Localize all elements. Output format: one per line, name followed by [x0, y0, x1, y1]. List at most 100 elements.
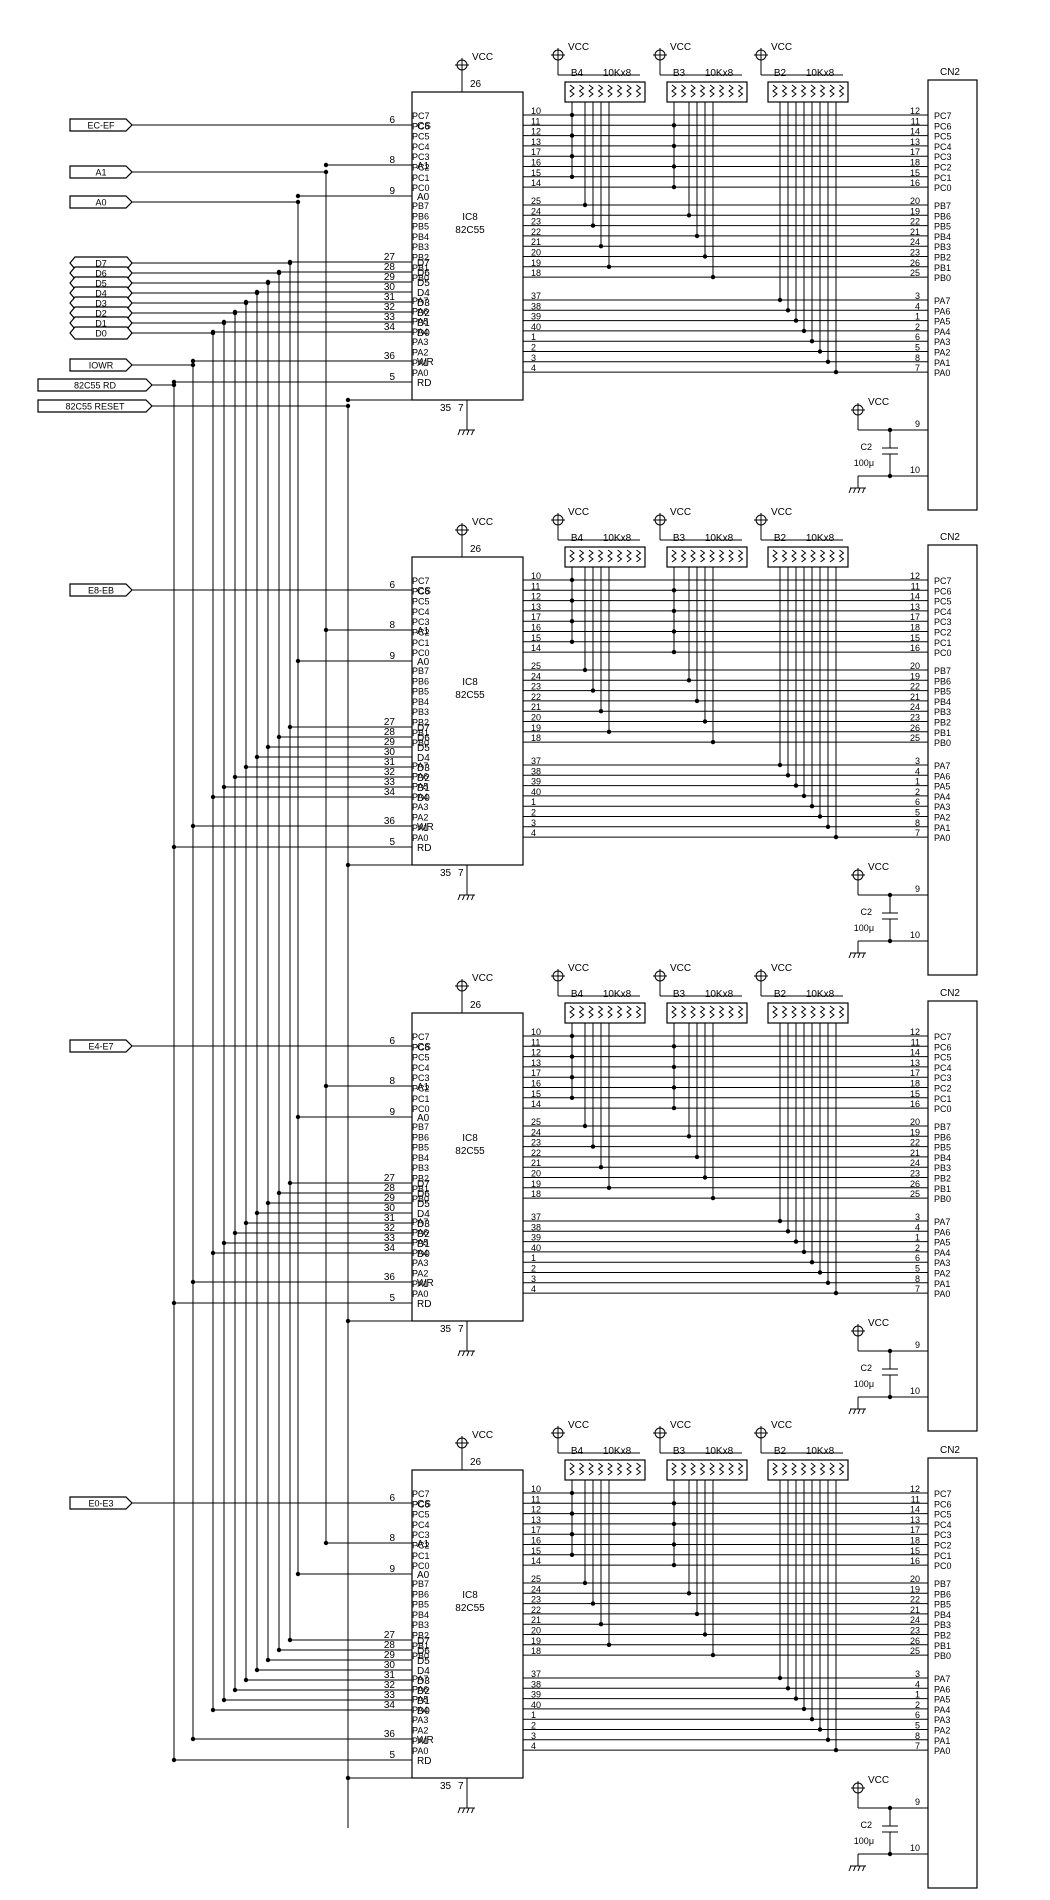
port-ic-pin: 37: [531, 1212, 541, 1222]
port-label-cn: PA7: [934, 1217, 950, 1227]
ic-pin-num-a1: 8: [389, 1533, 395, 1544]
junction-dot: [323, 1540, 329, 1546]
port-label-cn: PC6: [934, 1499, 952, 1509]
ic-pin-d4: D4: [417, 1666, 430, 1677]
port-label-cn: PC2: [934, 628, 952, 638]
array-vcc: VCC: [551, 963, 589, 982]
ic-pin-num-wr: 36: [384, 351, 396, 362]
port-label-cn: PA4: [934, 1705, 950, 1715]
port-label-cn: PB2: [934, 1631, 951, 1641]
port-label-cn: PB6: [934, 1132, 951, 1142]
port-ic-pin: 22: [531, 227, 541, 237]
connector-cn2: [927, 544, 978, 976]
port-ic-pin: 16: [531, 158, 541, 168]
port-label-cn: PB0: [934, 273, 951, 283]
port-label-cn: PB5: [934, 1600, 951, 1610]
port-ic-pin: 39: [531, 1690, 541, 1700]
resistor-zigzag: [597, 84, 604, 98]
resistor-array-body: [666, 1459, 748, 1481]
port-ic-pin: 1: [531, 332, 536, 342]
ground-hatch: [848, 487, 852, 494]
resistor-zigzag: [635, 1005, 642, 1019]
ic-pin-d4: D4: [417, 288, 430, 299]
port-ic-pin: 18: [531, 268, 541, 278]
junction-dot: [569, 639, 575, 644]
port-label-ic: PC4: [412, 142, 430, 152]
port-label-cn: PC6: [934, 586, 952, 596]
ic-8255-chip: [411, 91, 524, 401]
port-label-ic: PC0: [412, 183, 430, 193]
resistor-zigzag: [616, 549, 623, 563]
port-cn-pin: 4: [915, 1222, 920, 1232]
ic-pin-d3: D3: [417, 1219, 430, 1230]
port-label-ic: PB3: [412, 1620, 429, 1630]
port-cn-pin: 23: [910, 1169, 920, 1179]
cn-vcc-pin: 9: [915, 1340, 920, 1350]
junction-dot: [598, 709, 604, 714]
junction-dot: [287, 1637, 293, 1643]
port-ic-pin: 10: [531, 571, 541, 581]
port-label-ic: PB5: [412, 222, 429, 232]
port-label-ic: PC3: [412, 617, 430, 627]
port-label-cn: PA4: [934, 327, 950, 337]
array-vcc: VCC: [653, 1420, 691, 1439]
junction-dot: [825, 1280, 831, 1286]
port-ic-pin: 21: [531, 1615, 541, 1625]
ic-pin-num-a0: 9: [389, 651, 395, 662]
junction-dot: [887, 473, 893, 479]
ground-hatch: [848, 1865, 852, 1872]
junction-dot: [243, 299, 249, 305]
net-flag-shape: [37, 378, 153, 392]
port-label-ic: PA5: [412, 1695, 428, 1705]
resistor-zigzag: [838, 84, 845, 98]
array-value: 10Kx8: [603, 68, 632, 79]
net-flag-shape: [69, 118, 133, 132]
ic-pin-a0: A0: [417, 1113, 430, 1124]
port-label-cn: PA0: [934, 1746, 950, 1756]
port-ic-pin: 23: [531, 1138, 541, 1148]
ic-8255-chip: [411, 1012, 524, 1322]
ic-pin-num-wr: 36: [384, 816, 396, 827]
junction-dot: [287, 1180, 293, 1186]
port-label-ic: PA2: [412, 1726, 428, 1736]
ic-pin-d7: D7: [417, 723, 430, 734]
port-cn-pin: 2: [915, 322, 920, 332]
resistor-zigzag: [791, 1462, 797, 1476]
array-value: 10Kx8: [603, 989, 632, 1000]
port-label-cn: PB6: [934, 1589, 951, 1599]
ic-vcc-pin: 26: [470, 544, 482, 555]
port-ic-pin: 18: [531, 733, 541, 743]
ic-vcc: VCC: [455, 973, 493, 992]
connector-cn2: [927, 1457, 978, 1889]
port-ic-pin: 3: [531, 1731, 536, 1741]
port-cn-pin: 19: [910, 671, 920, 681]
array-name: B3: [673, 1446, 686, 1457]
port-label-cn: PB0: [934, 1651, 951, 1661]
port-cn-pin: 5: [915, 343, 920, 353]
junction-dot: [801, 1706, 807, 1712]
port-label-cn: PA1: [934, 1279, 950, 1289]
ic-pin-d4: D4: [417, 753, 430, 764]
array-value: 10Kx8: [806, 989, 835, 1000]
capacitor-value: 100μ: [854, 923, 874, 933]
port-ic-pin: 23: [531, 217, 541, 227]
port-label-ic: PA3: [412, 337, 428, 347]
port-cn-pin: 3: [915, 756, 920, 766]
port-ic-pin: 25: [531, 661, 541, 671]
port-cn-pin: 17: [910, 612, 920, 622]
port-ic-pin: 25: [531, 196, 541, 206]
port-label-cn: PC1: [934, 1551, 952, 1561]
port-cn-pin: 7: [915, 1741, 920, 1751]
connector-name: CN2: [940, 67, 960, 78]
junction-dot: [569, 1552, 575, 1558]
vcc-label: VCC: [771, 963, 792, 974]
port-cn-pin: 5: [915, 808, 920, 818]
junction-dot: [686, 213, 692, 218]
junction-dot: [221, 1697, 227, 1703]
ic-pin-rd: RD: [417, 1299, 431, 1310]
port-label-ic: PB5: [412, 687, 429, 697]
resistor-zigzag: [728, 1005, 734, 1019]
port-ic-pin: 20: [531, 713, 541, 723]
